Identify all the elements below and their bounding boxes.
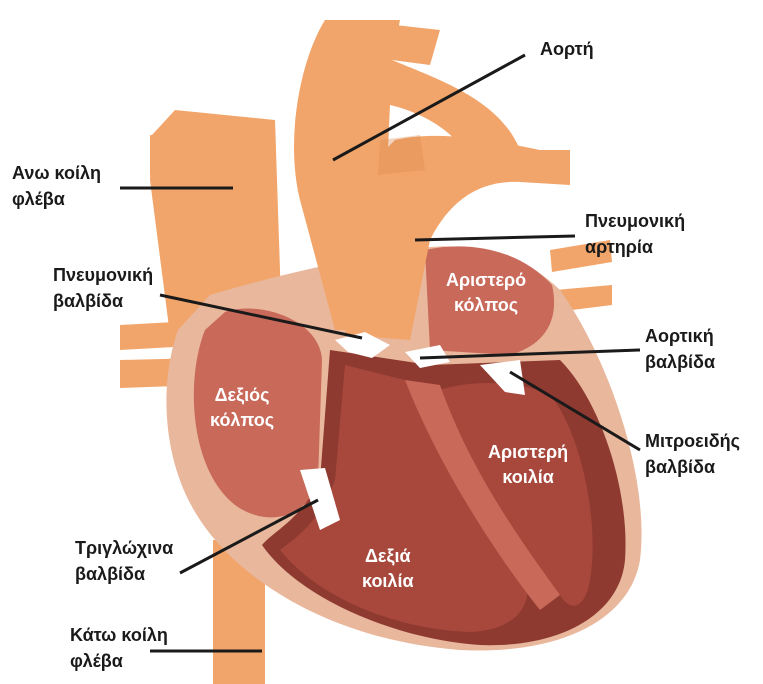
label-aorta: Αορτή bbox=[540, 36, 594, 62]
label-left-ventricle: Αριστερή κοιλία bbox=[488, 440, 568, 490]
label-right-atrium: Δεξιός κόλπος bbox=[210, 383, 274, 433]
label-tricuspid-valve: Τριγλώχινα βαλβίδα bbox=[75, 535, 173, 587]
label-mitral-valve: Μιτροειδής βαλβίδα bbox=[645, 428, 740, 480]
label-aortic-valve: Αορτική βαλβίδα bbox=[645, 323, 715, 375]
label-inferior-vena-cava: Κάτω κοίλη φλέβα bbox=[70, 622, 168, 674]
label-pulmonary-artery: Πνευμονική αρτηρία bbox=[585, 208, 685, 260]
label-right-ventricle: Δεξιά κοιλία bbox=[362, 544, 414, 594]
label-superior-vena-cava: Ανω κοίλη φλέβα bbox=[12, 160, 101, 212]
label-pulmonary-valve: Πνευμονική βαλβίδα bbox=[53, 262, 153, 314]
label-left-atrium: Αριστερό κόλπος bbox=[446, 268, 526, 318]
leader-pulmonary-artery bbox=[415, 236, 575, 240]
